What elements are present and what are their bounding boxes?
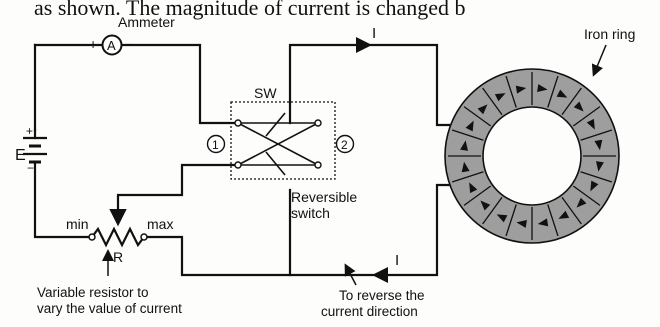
- wire-ammeter-to-switch: [120, 43, 240, 125]
- reverse-caption-line2: current direction: [321, 304, 418, 319]
- ring-flux-arrows: [460, 84, 604, 228]
- flux-arrow: [494, 93, 506, 102]
- ring-winding-line: [505, 75, 517, 108]
- ring-coil-turns: [448, 72, 616, 240]
- ring-winding-line: [482, 196, 503, 225]
- ring-winding-line: [580, 129, 613, 141]
- resistor-max-terminal: [140, 233, 148, 241]
- wire-left-rail-bottom: [33, 160, 94, 239]
- battery-symbol: [23, 136, 47, 164]
- wire-bottom-to-ring: [288, 183, 457, 277]
- switch-position-1-marker: [206, 134, 226, 154]
- resistor-max-label: max: [147, 216, 173, 232]
- ring-winding-line: [572, 106, 601, 127]
- ring-winding-line: [561, 87, 582, 116]
- ammeter-symbol-letter: A: [107, 38, 116, 53]
- flux-arrow: [556, 89, 568, 98]
- battery-minus-sign: −: [27, 161, 34, 175]
- flux-arrow: [460, 140, 469, 151]
- iron-ring-pointer: [591, 44, 607, 77]
- flux-arrow: [558, 210, 570, 219]
- current-label-bottom: I: [395, 252, 399, 269]
- ring-winding-line: [547, 204, 559, 237]
- ring-winding-line: [451, 129, 484, 141]
- switch-position-2-marker: [335, 134, 355, 154]
- switch-enclosure: [230, 101, 336, 180]
- resistor-min-label: min: [66, 216, 89, 232]
- flux-arrow: [469, 182, 478, 194]
- reversible-switch: [234, 112, 322, 176]
- ring-winding-line: [463, 185, 492, 206]
- flux-arrow: [461, 161, 470, 173]
- resistor-min-terminal: [88, 233, 96, 241]
- reverse-caption-line1: To reverse the: [339, 288, 425, 303]
- flux-arrow: [576, 197, 587, 208]
- flux-arrow: [480, 200, 491, 211]
- switch-position-1-label: 1: [212, 138, 219, 152]
- ring-winding-line: [547, 75, 559, 108]
- ring-winding-line: [482, 87, 503, 116]
- flux-arrow: [573, 101, 584, 112]
- iron-ring-label: Iron ring: [584, 26, 635, 42]
- flux-arrow: [590, 180, 599, 192]
- ring-winding-line: [505, 204, 517, 237]
- flux-arrow: [516, 219, 527, 228]
- resistor-label: R: [113, 249, 123, 265]
- wire-top-to-ring: [288, 43, 457, 127]
- ring-winding-line: [572, 185, 601, 206]
- flux-arrow: [496, 214, 508, 223]
- flux-arrow: [477, 104, 488, 115]
- variable-resistor-and-return-wire: [90, 188, 292, 277]
- flux-arrow: [537, 218, 549, 227]
- flux-arrow: [595, 161, 604, 172]
- variable-resistor-caption-line2: vary the value of current: [37, 301, 182, 316]
- ring-winding-line: [451, 171, 484, 183]
- flux-arrow: [594, 139, 603, 151]
- variable-resistor-caption-line1: Variable resistor to: [37, 285, 149, 300]
- flux-arrow: [586, 118, 595, 130]
- iron-ring: [444, 68, 620, 244]
- top-text-line: as shown. The magnitude of current is ch…: [34, 0, 466, 20]
- resistor-wiper-wire: [109, 163, 240, 227]
- ring-winding-line: [463, 106, 492, 127]
- switch-label: SW: [254, 85, 277, 101]
- flux-arrow: [537, 84, 548, 93]
- source-label: E: [15, 147, 26, 164]
- reversible-switch-caption-line1: Reversible: [291, 189, 357, 205]
- flux-arrow: [515, 85, 527, 94]
- current-label-top: I: [372, 25, 376, 42]
- ring-winding-line: [580, 171, 613, 183]
- reversible-switch-caption-line2: switch: [291, 205, 330, 221]
- ring-winding-line: [561, 196, 582, 225]
- switch-position-2-label: 2: [341, 138, 348, 152]
- reverse-pointer: [344, 263, 357, 286]
- ammeter-label: Ammeter: [118, 14, 175, 30]
- battery-plus-sign: +: [26, 124, 33, 138]
- flux-arrow: [465, 120, 474, 132]
